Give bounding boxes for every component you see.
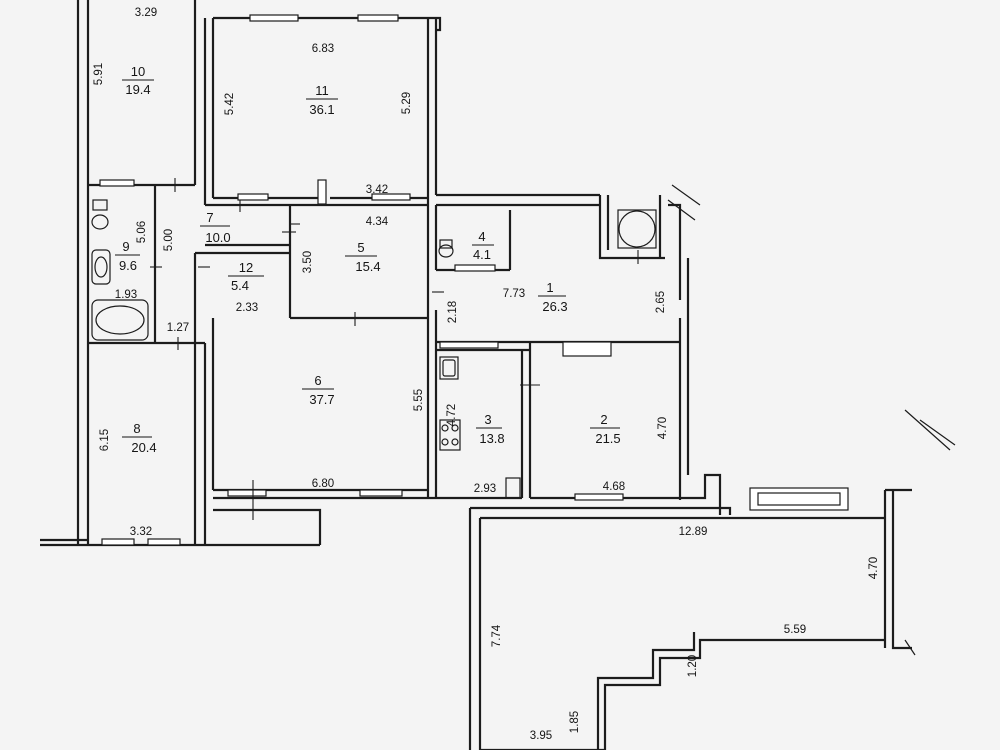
svg-text:2: 2 <box>600 412 607 427</box>
dimension-label: 3.95 <box>530 730 552 742</box>
svg-text:36.1: 36.1 <box>309 102 334 117</box>
svg-text:15.4: 15.4 <box>355 259 380 274</box>
dimension-label: 7.74 <box>491 624 503 647</box>
dimension-label: 3.32 <box>130 526 152 538</box>
dimension-label: 5.59 <box>784 624 806 636</box>
fixtures <box>91 184 956 656</box>
room-4-label: 4 4.1 <box>472 229 494 262</box>
svg-text:13.8: 13.8 <box>479 431 504 446</box>
room-2-label: 2 21.5 <box>590 412 621 446</box>
room-3-label: 3 13.8 <box>476 412 505 446</box>
room-8-label: 8 20.4 <box>122 421 157 455</box>
svg-text:1: 1 <box>546 280 553 295</box>
svg-text:7: 7 <box>206 210 213 225</box>
svg-text:11: 11 <box>315 83 329 98</box>
dimension-label: 6.80 <box>312 478 334 490</box>
room-9-label: 9 9.6 <box>115 239 140 273</box>
svg-text:9: 9 <box>122 239 129 254</box>
dimension-label: 2.93 <box>474 483 496 495</box>
kitchen-sink-icon <box>439 356 459 380</box>
svg-text:5: 5 <box>357 240 364 255</box>
dimension-label: 4.34 <box>366 216 389 228</box>
walls <box>40 0 912 750</box>
dimension-label: 12.89 <box>679 526 708 538</box>
svg-text:26.3: 26.3 <box>542 299 567 314</box>
svg-text:12: 12 <box>239 260 253 275</box>
room-6-label: 6 37.7 <box>302 373 335 407</box>
dimension-label: 5.42 <box>224 93 236 115</box>
dimension-label: 2.65 <box>655 291 667 313</box>
dimension-label: 4.72 <box>446 404 458 426</box>
stove-icon <box>439 419 461 451</box>
dimension-label: 4.70 <box>868 557 880 579</box>
dimension-label: 6.15 <box>99 429 111 451</box>
svg-text:10: 10 <box>131 64 145 79</box>
svg-text:19.4: 19.4 <box>125 82 150 97</box>
dimension-label: 6.83 <box>312 43 334 55</box>
dimension-label: 4.70 <box>657 417 669 439</box>
dimension-label: 1.27 <box>167 322 189 334</box>
room-7-label: 7 10.0 <box>200 210 231 245</box>
svg-text:5.4: 5.4 <box>231 278 249 293</box>
svg-text:4.1: 4.1 <box>473 247 491 262</box>
sink-icon <box>94 256 108 278</box>
dimension-label: 4.68 <box>603 481 625 493</box>
column-icon <box>618 210 656 248</box>
svg-text:4: 4 <box>478 229 485 244</box>
svg-text:20.4: 20.4 <box>131 440 156 455</box>
windows <box>99 14 849 546</box>
dimension-label: 1.85 <box>569 711 581 733</box>
svg-text:3: 3 <box>484 412 491 427</box>
dimension-label: 1.93 <box>115 289 137 301</box>
room-labels: 10 19.4 11 36.1 7 10.0 9 9.6 12 5.4 5 15… <box>115 64 621 455</box>
room-5-label: 5 15.4 <box>345 240 381 274</box>
svg-text:21.5: 21.5 <box>595 431 620 446</box>
dimension-labels: 3.29 5.91 6.83 5.42 5.29 3.42 4.34 5.06 … <box>93 7 880 742</box>
room-11-label: 11 36.1 <box>306 83 338 117</box>
svg-text:6: 6 <box>314 373 321 388</box>
dimension-label: 2.18 <box>447 301 459 323</box>
svg-text:10.0: 10.0 <box>205 230 230 245</box>
dimension-label: 3.50 <box>302 251 314 273</box>
room-12-label: 12 5.4 <box>228 260 264 293</box>
dimension-label: 2.33 <box>236 302 258 314</box>
door-ticks <box>150 178 639 520</box>
svg-text:37.7: 37.7 <box>309 392 334 407</box>
toilet-icon <box>438 244 454 258</box>
svg-text:9.6: 9.6 <box>119 258 137 273</box>
toilet-icon <box>91 214 109 230</box>
room-1-label: 1 26.3 <box>538 280 568 314</box>
dimension-label: 3.42 <box>366 184 388 196</box>
dimension-label: 5.00 <box>163 229 175 251</box>
dimension-label: 5.06 <box>136 221 148 243</box>
bathtub-icon <box>95 305 145 335</box>
dimension-label: 1.20 <box>687 655 699 677</box>
dimension-label: 7.73 <box>503 288 525 300</box>
svg-text:8: 8 <box>133 421 140 436</box>
room-10-label: 10 19.4 <box>122 64 154 97</box>
dimension-label: 3.29 <box>135 7 157 19</box>
dimension-label: 5.29 <box>401 92 413 114</box>
dimension-label: 5.91 <box>93 63 105 85</box>
dimension-label: 5.55 <box>413 389 425 411</box>
